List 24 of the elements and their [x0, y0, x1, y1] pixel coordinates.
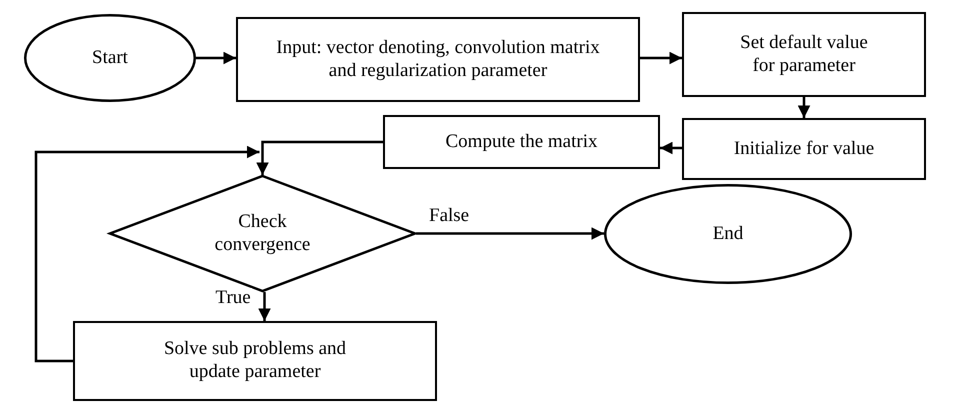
node-text: Start — [92, 46, 128, 70]
process-box — [682, 12, 926, 97]
node-text: Check convergence — [214, 210, 312, 256]
decision-diamond — [109, 175, 416, 292]
node-text: Compute the matrix — [446, 130, 598, 154]
process-box — [682, 118, 926, 180]
arrow — [798, 97, 810, 118]
node-text: Solve sub problems and update parameter — [162, 338, 348, 384]
arrow — [660, 142, 682, 154]
arrow — [196, 52, 236, 64]
node-text: Set default value for parameter — [739, 32, 869, 78]
process-box — [73, 321, 437, 401]
node-text: Initialize for value — [734, 138, 874, 160]
arrow — [640, 52, 682, 64]
arrow — [256, 140, 383, 175]
arrow — [34, 146, 260, 362]
arrow — [258, 292, 271, 321]
terminal-ellipse — [24, 14, 196, 102]
arrow — [416, 227, 604, 240]
process-box — [236, 17, 640, 102]
node-text: End — [712, 222, 744, 246]
node-text: Input: vector denoting, convolution matrix and regularization parameter — [275, 36, 601, 82]
process-box — [383, 115, 660, 169]
terminal-ellipse — [604, 184, 852, 284]
